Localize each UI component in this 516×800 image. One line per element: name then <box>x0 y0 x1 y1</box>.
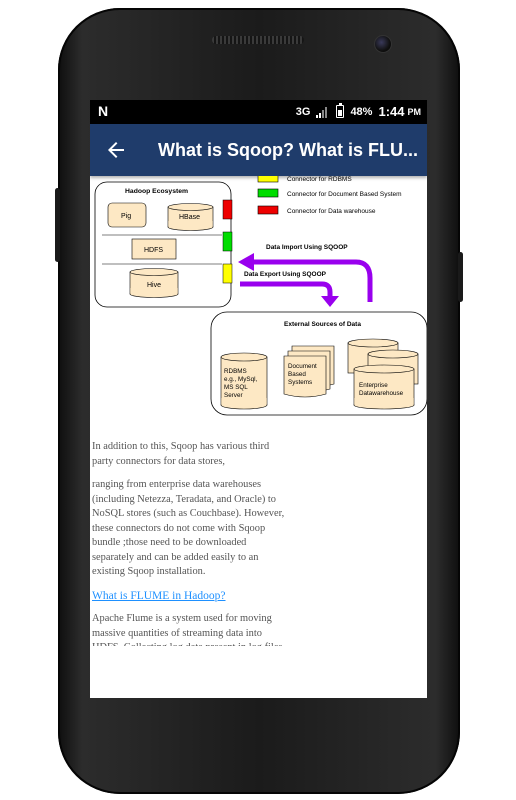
earpiece-speaker <box>212 36 304 44</box>
article-paragraph-2: ranging from enterprise data warehouses … <box>92 479 285 577</box>
warehouse-line-2: Datawarehouse <box>359 390 404 397</box>
import-label: Data Import Using SQOOP <box>266 244 348 251</box>
sqoop-diagram: Connector for RDBMS Connector for Docume… <box>94 176 427 416</box>
export-arrow <box>240 281 333 298</box>
flume-link[interactable]: What is FLUME in Hadoop? <box>92 589 226 602</box>
status-bar: N 3G 48% 1:44 PM <box>90 100 427 124</box>
back-arrow-icon[interactable] <box>104 138 128 162</box>
hive-label: Hive <box>147 282 161 289</box>
network-type: 3G <box>295 105 311 118</box>
connector-red <box>222 199 233 220</box>
import-arrow <box>252 259 373 302</box>
legend-swatch-rdbms <box>257 176 279 183</box>
rdbms-line-3: MS SQL <box>224 384 248 391</box>
document-line-3: Systems <box>288 379 312 386</box>
hadoop-ecosystem-title: Hadoop Ecosystem <box>125 188 188 195</box>
rdbms-line-2: e.g., MySql, <box>224 376 257 383</box>
page-title: What is Sqoop? What is FLU... <box>158 140 418 160</box>
phone-screen: N 3G 48% 1:44 PM What is Sqoop? What is … <box>90 100 427 698</box>
app-bar: What is Sqoop? What is FLU... <box>90 124 427 176</box>
pig-label: Pig <box>121 213 131 220</box>
legend-label-document: Connector for Document Based System <box>287 191 402 198</box>
clock-ampm: PM <box>407 106 422 117</box>
warehouse-cylinders <box>347 338 419 410</box>
signal-icon <box>316 106 328 118</box>
content-scroll[interactable]: Connector for RDBMS Connector for Docume… <box>90 176 427 698</box>
document-stack <box>283 345 335 398</box>
export-label: Data Export Using SQOOP <box>244 271 327 278</box>
battery-percent: 48% <box>350 105 373 118</box>
warehouse-line-1: Enterprise <box>359 382 388 389</box>
volume-button <box>55 188 60 262</box>
bottom-blank-area <box>90 646 427 698</box>
document-line-2: Based <box>288 371 306 378</box>
legend-label-warehouse: Connector for Data warehouse <box>287 208 376 215</box>
battery-icon <box>336 103 345 118</box>
legend-swatch-warehouse <box>257 205 279 215</box>
front-camera <box>374 35 392 53</box>
hbase-cylinder <box>167 203 214 231</box>
rdbms-line-4: Server <box>224 392 243 399</box>
export-arrowhead <box>321 296 339 307</box>
hdfs-label: HDFS <box>144 247 163 254</box>
hbase-label: HBase <box>179 214 200 221</box>
pig-box <box>107 202 147 228</box>
hive-cylinder <box>129 268 179 298</box>
article-paragraph-1: In addition to this, Sqoop has various t… <box>92 441 270 467</box>
power-button <box>458 252 463 302</box>
external-sources-title: External Sources of Data <box>284 321 361 328</box>
clock-time: 1:44 <box>378 104 405 119</box>
connector-green <box>222 231 233 252</box>
document-line-1: Document <box>288 363 317 370</box>
connector-yellow <box>222 263 233 284</box>
import-arrowhead <box>238 253 254 271</box>
legend-label-rdbms: Connector for RDBMS <box>287 176 352 183</box>
article-body: In addition to this, Sqoop has various t… <box>92 440 290 679</box>
notification-icon: N <box>98 103 109 119</box>
rdbms-line-1: RDBMS <box>224 368 247 375</box>
hdfs-box <box>131 238 177 260</box>
rdbms-cylinder <box>220 352 268 410</box>
legend-swatch-document <box>257 188 279 198</box>
